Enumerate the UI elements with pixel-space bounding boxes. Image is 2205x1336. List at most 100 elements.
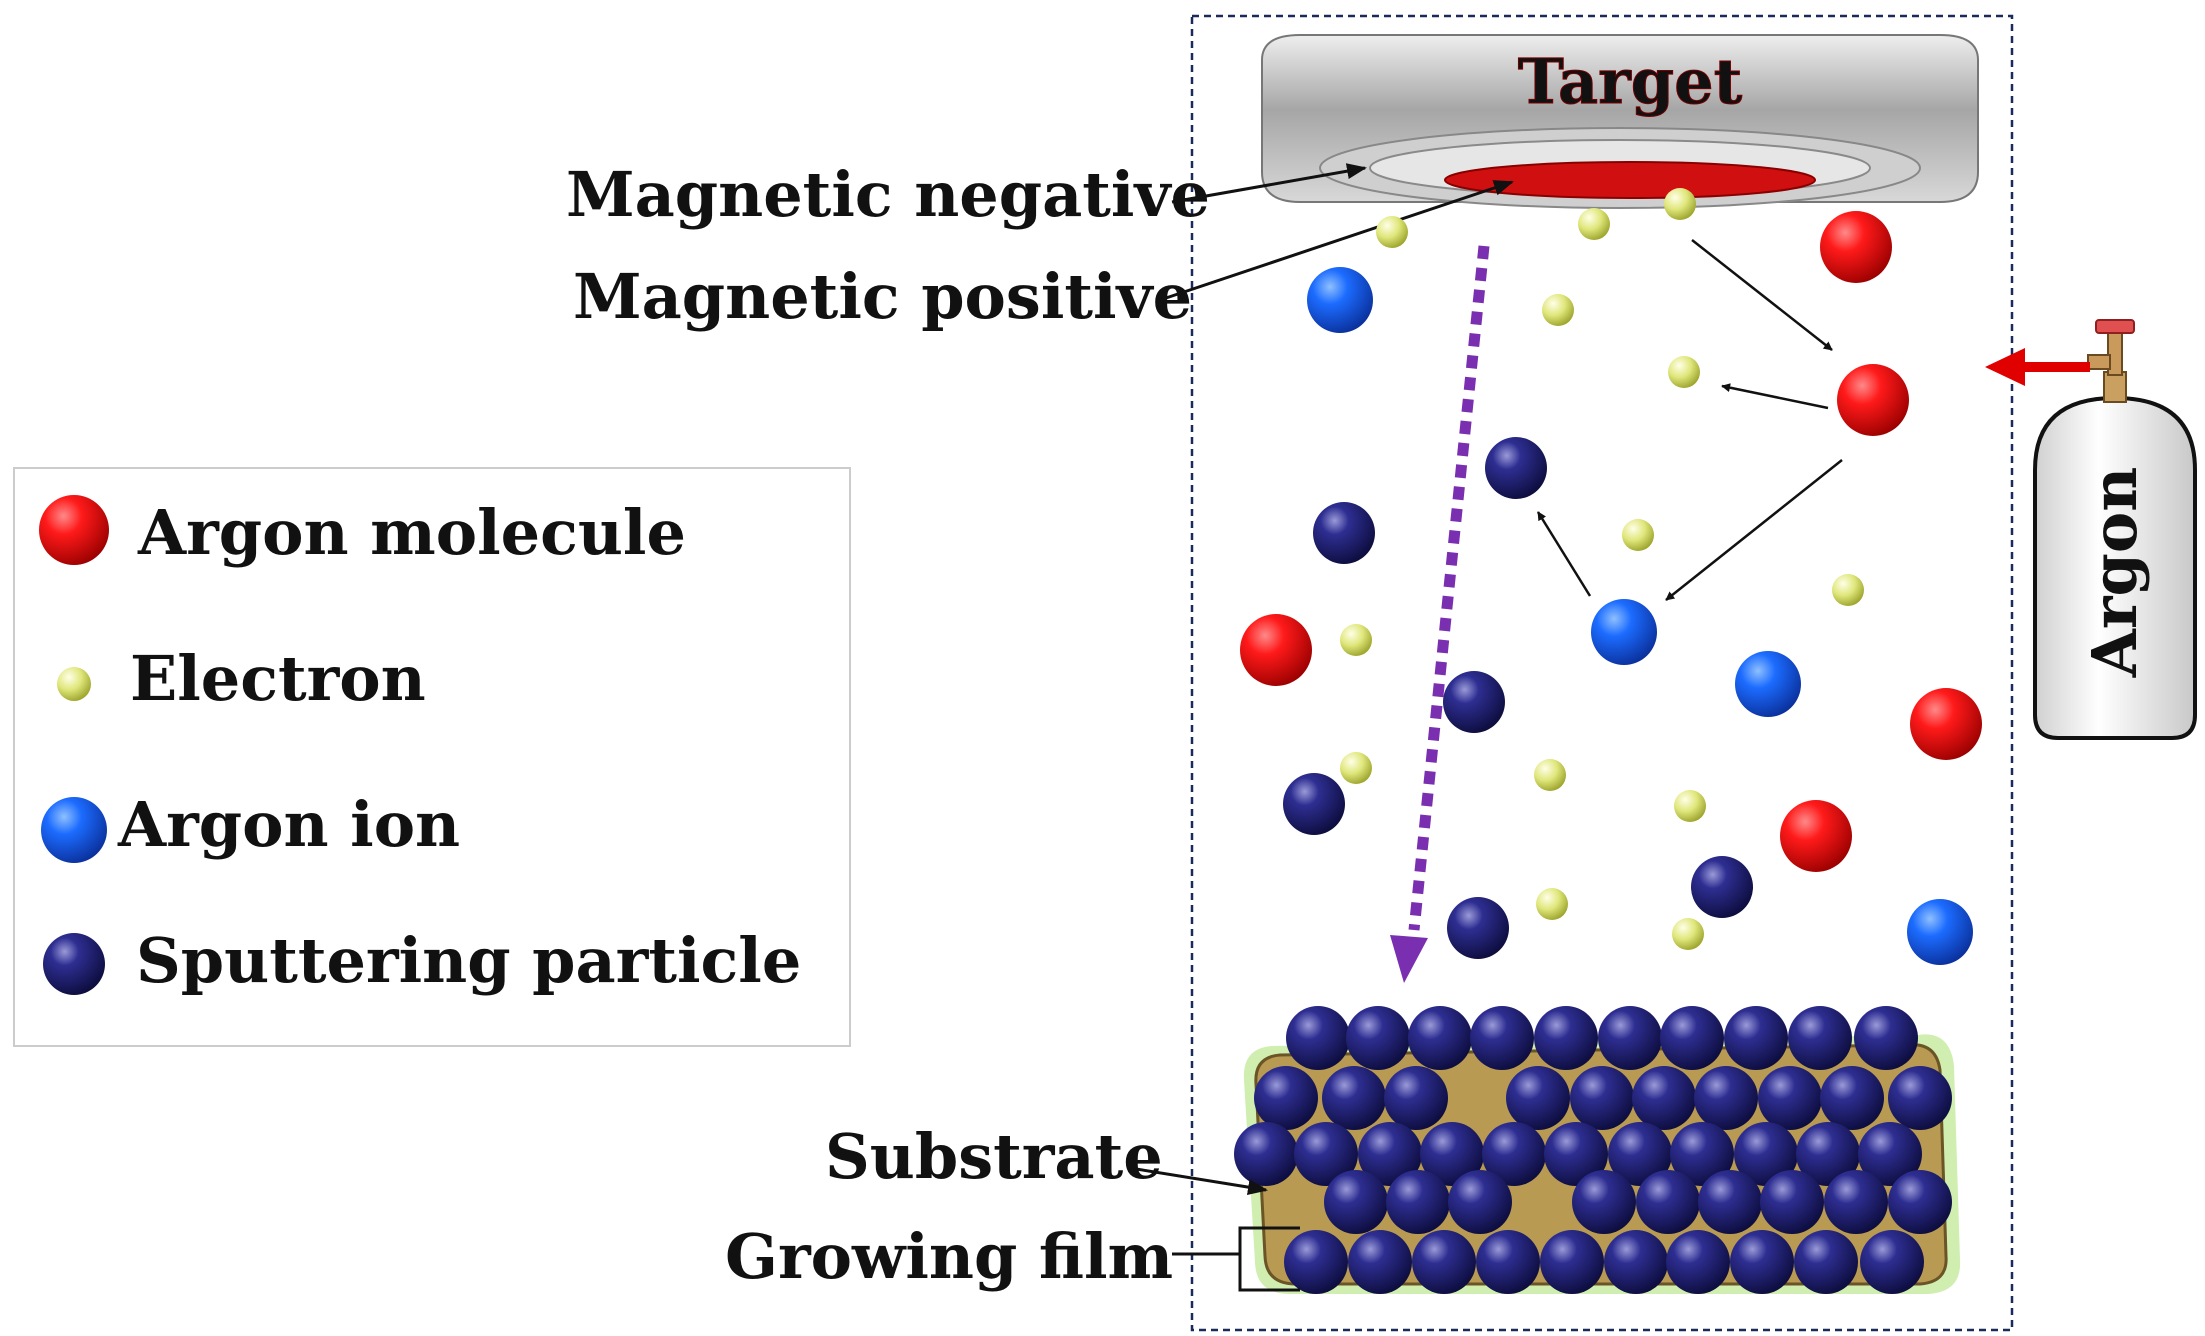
chamber-boundary: [1190, 14, 2014, 1332]
sputtering-particle: [1666, 1230, 1730, 1294]
trajectory-arrowhead: [1390, 935, 1428, 983]
target-label: Target: [1518, 45, 1743, 118]
cylinder-neck: [2103, 371, 2127, 403]
sputtering-particle: [1540, 1230, 1604, 1294]
argon-molecule: [1910, 688, 1982, 760]
valve-outlet: [2087, 354, 2111, 370]
sputtering-particle: [1698, 1170, 1762, 1234]
sputtering-particle: [1788, 1006, 1852, 1070]
legend-sputtering-particle-icon: [43, 933, 105, 995]
cylinder-body: [2033, 395, 2197, 740]
substrate-label: Substrate: [825, 1120, 1163, 1193]
collision-arrows: [1536, 239, 1843, 601]
sputter-trajectory: [1408, 245, 1490, 931]
sputtering-particle: [1386, 1170, 1450, 1234]
erosion-zone: [1444, 161, 1816, 199]
inlet-arrow-head: [1985, 348, 2025, 386]
sputtering-particle: [1694, 1066, 1758, 1130]
sputtering-particle: [1348, 1230, 1412, 1294]
growing-film-label: Growing film: [725, 1220, 1173, 1293]
sputtering-particle: [1506, 1066, 1570, 1130]
argon-ion: [1907, 899, 1973, 965]
sputtering-particle: [1485, 437, 1547, 499]
sputtering-particle: [1346, 1006, 1410, 1070]
gas-cylinder-label: Argon: [2078, 467, 2151, 679]
legend-box: [13, 467, 851, 1047]
sputtering-particle: [1632, 1066, 1696, 1130]
argon-ion: [1591, 599, 1657, 665]
legend: Argon molecule Electron Argon ion Sputte…: [13, 467, 851, 1047]
valve-handle: [2095, 319, 2135, 334]
sputtering-particle: [1608, 1122, 1672, 1186]
legend-argon-molecule-icon: [39, 495, 109, 565]
gas-cylinder-icon: Argon: [2033, 319, 2197, 740]
sputtering-particle: [1724, 1006, 1788, 1070]
electron: [1578, 208, 1610, 240]
sputtering-particle: [1358, 1122, 1422, 1186]
sputtering-particle: [1854, 1006, 1918, 1070]
argon-ion: [1735, 651, 1801, 717]
electron: [1668, 356, 1700, 388]
magnetic-positive-pointer: [1159, 180, 1514, 302]
arrow-electron-to-argon: [1691, 239, 1833, 351]
valve-icon: [2087, 319, 2135, 376]
sputtering-particle: [1760, 1170, 1824, 1234]
magnetic-positive-label: Magnetic positive: [573, 260, 1192, 333]
sputtering-particle: [1254, 1066, 1318, 1130]
sputtering-particle: [1636, 1170, 1700, 1234]
gas-inlet-arrow: [1985, 348, 2090, 386]
electron: [1542, 294, 1574, 326]
arrow-argon-to-ion: [1665, 459, 1843, 601]
sputtering-particle: [1476, 1230, 1540, 1294]
argon-ion: [1307, 267, 1373, 333]
target: Target: [1261, 34, 1979, 209]
sputtering-particle: [1322, 1066, 1386, 1130]
arrow-argon-to-electron: [1721, 383, 1829, 410]
sputtering-particle: [1283, 773, 1345, 835]
sputtering-particle: [1824, 1170, 1888, 1234]
sputtering-particle: [1412, 1230, 1476, 1294]
sputtering-particle: [1294, 1122, 1358, 1186]
chamber-particles: [1240, 188, 1982, 965]
electron: [1622, 519, 1654, 551]
sputtering-particle: [1598, 1006, 1662, 1070]
sputtering-particle: [1570, 1066, 1634, 1130]
argon-molecule: [1240, 614, 1312, 686]
sputtering-particle: [1858, 1122, 1922, 1186]
sputtering-particle: [1860, 1230, 1924, 1294]
electron: [1534, 759, 1566, 791]
sputtering-particle: [1534, 1006, 1598, 1070]
electron: [1340, 752, 1372, 784]
sputtering-particle: [1286, 1006, 1350, 1070]
legend-argon-ion-label: Argon ion: [117, 788, 460, 861]
sputtering-particle: [1794, 1230, 1858, 1294]
sputtering-particle: [1888, 1066, 1952, 1130]
legend-electron-icon: [57, 667, 91, 701]
sputtering-particle: [1384, 1066, 1448, 1130]
arrow-ion-to-sputter: [1536, 511, 1592, 597]
inlet-arrow-shaft: [2020, 362, 2090, 372]
electron: [1672, 918, 1704, 950]
legend-argon-molecule-label: Argon molecule: [137, 496, 686, 569]
substrate: [1234, 1006, 1961, 1294]
sputtering-particle: [1660, 1006, 1724, 1070]
sputtering-particle: [1888, 1170, 1952, 1234]
sputtering-particle: [1572, 1170, 1636, 1234]
sputtering-particle: [1408, 1006, 1472, 1070]
electron: [1340, 624, 1372, 656]
substrate-pointer: [1129, 1166, 1268, 1196]
electron: [1832, 574, 1864, 606]
sputtering-particle: [1470, 1006, 1534, 1070]
electron: [1664, 188, 1696, 220]
argon-molecule: [1837, 364, 1909, 436]
growing-film-bracket: [1238, 1226, 1300, 1292]
magnetic-negative-label: Magnetic negative: [566, 158, 1210, 231]
sputtering-particle: [1448, 1170, 1512, 1234]
sputtering-particle: [1758, 1066, 1822, 1130]
sputtering-particle: [1670, 1122, 1734, 1186]
sputtering-particle: [1284, 1230, 1348, 1294]
sputtering-particle: [1734, 1122, 1798, 1186]
sputtering-particle: [1324, 1170, 1388, 1234]
sputtering-particle: [1482, 1122, 1546, 1186]
